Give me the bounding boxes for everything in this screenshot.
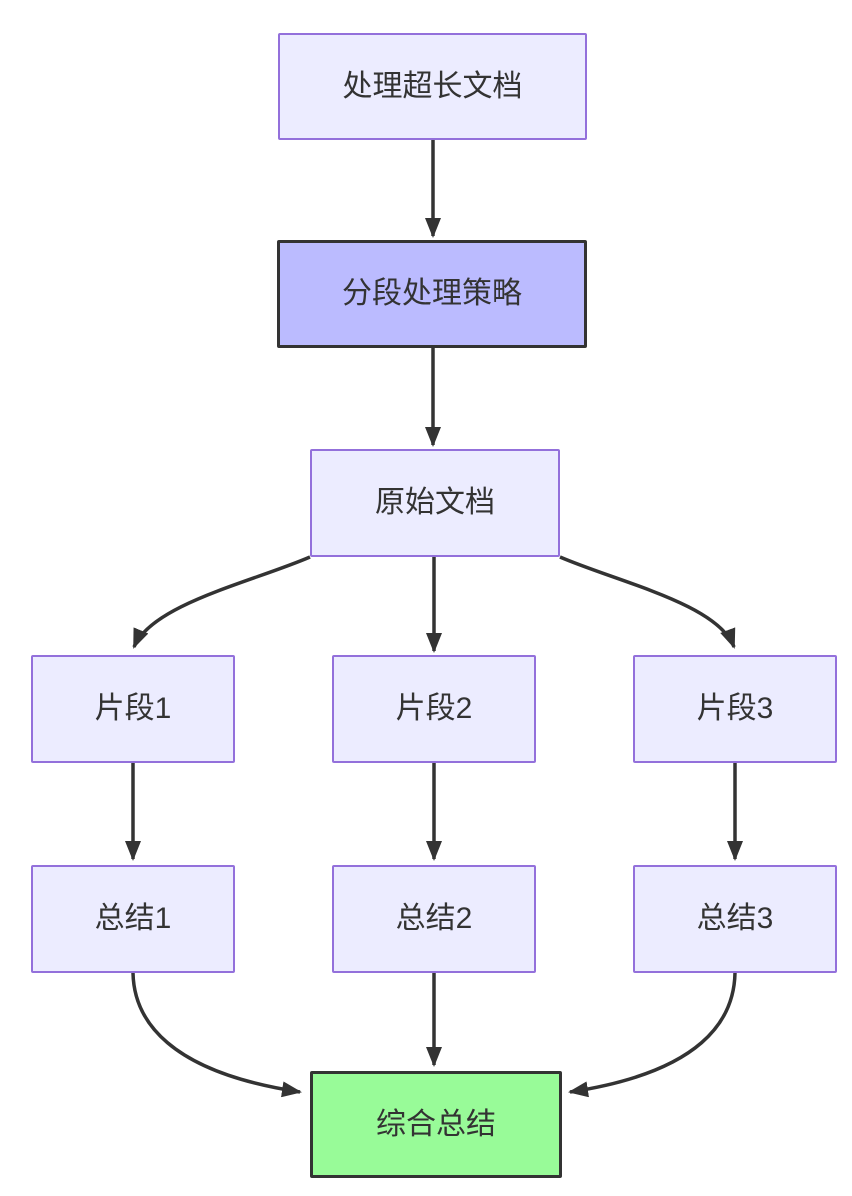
node-label: 分段处理策略: [342, 277, 522, 310]
node-summary-1: 总结1: [31, 865, 235, 973]
node-label: 综合总结: [376, 1107, 496, 1141]
node-summary-2: 总结2: [332, 865, 536, 973]
node-label: 原始文档: [375, 486, 495, 519]
node-label: 总结3: [696, 902, 774, 935]
node-fragment-2: 片段2: [332, 655, 536, 763]
node-segmentation-strategy: 分段处理策略: [277, 240, 587, 348]
node-label: 处理超长文档: [342, 69, 523, 103]
edge-original-document-to-fragment-3: [559, 555, 736, 649]
node-fragment-1: 片段1: [31, 655, 235, 763]
node-fragment-3: 片段3: [633, 655, 837, 763]
node-label: 总结1: [94, 902, 172, 935]
node-original-document: 原始文档: [310, 449, 560, 557]
node-label: 总结2: [395, 902, 473, 935]
node-label: 片段1: [94, 692, 172, 725]
node-final-summary: 综合总结: [310, 1071, 562, 1178]
node-label: 片段2: [395, 692, 473, 725]
node-label: 片段3: [696, 692, 774, 725]
node-process-long-document: 处理超长文档: [278, 33, 587, 140]
edge-summary-1-to-final-summary: [131, 972, 302, 1098]
edge-original-document-to-fragment-1: [132, 555, 311, 649]
edge-summary-3-to-final-summary: [568, 972, 737, 1098]
node-summary-3: 总结3: [633, 865, 837, 973]
